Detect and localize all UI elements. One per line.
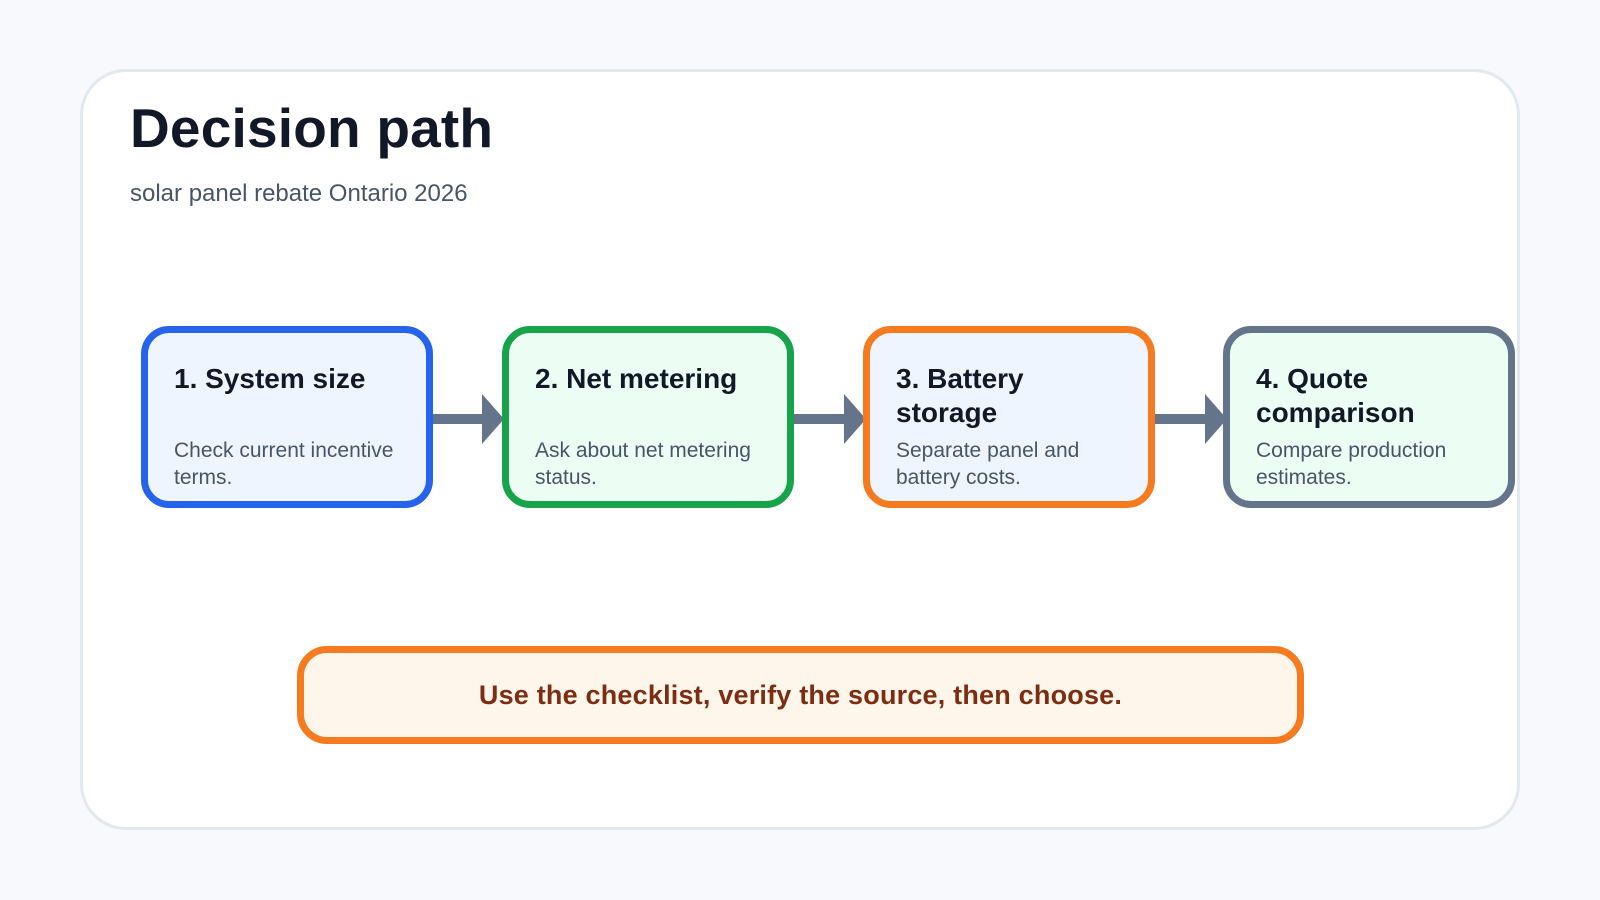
arrow-icon: [794, 394, 866, 444]
summary-note: Use the checklist, verify the source, th…: [297, 646, 1304, 744]
page-title: Decision path: [130, 97, 494, 159]
step-net-metering: 2. Net metering Ask about net metering s…: [502, 326, 794, 508]
step-description: Ask about net metering status.: [535, 439, 751, 489]
step-description: Separate panel and battery costs.: [896, 439, 1080, 489]
step-quote-comparison: 4. Quote comparison Compare production e…: [1223, 326, 1515, 508]
arrow-icon: [1155, 394, 1227, 444]
step-battery-storage: 3. Battery storage Separate panel and ba…: [863, 326, 1155, 508]
step-title: 2. Net metering: [535, 363, 738, 394]
step-title: 4. Quote comparison: [1256, 363, 1415, 428]
step-title: 1. System size: [174, 363, 366, 394]
step-description: Compare production estimates.: [1256, 439, 1447, 489]
arrow-icon: [432, 394, 504, 444]
summary-note-text: Use the checklist, verify the source, th…: [478, 679, 1123, 710]
step-description: Check current incentive terms.: [174, 439, 394, 489]
page-subtitle: solar panel rebate Ontario 2026: [130, 180, 468, 207]
step-system-size: 1. System size Check current incentive t…: [141, 326, 433, 508]
step-title: 3. Battery storage: [896, 363, 1024, 428]
